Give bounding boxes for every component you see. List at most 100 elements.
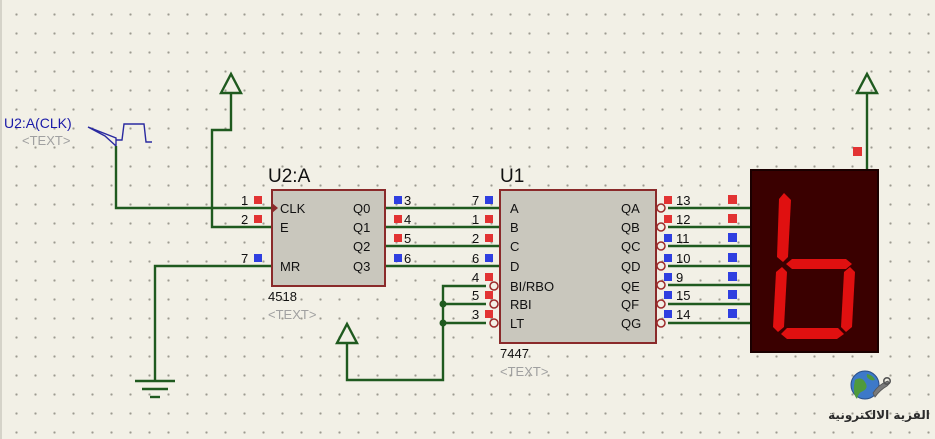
- pin-name: BI/RBO: [510, 279, 554, 294]
- segment-c: [841, 267, 855, 332]
- pin-name: LT: [510, 316, 524, 331]
- pin-name: C: [510, 239, 519, 254]
- pin-number: 15: [676, 288, 690, 303]
- pin-number: 2: [472, 231, 479, 246]
- pin-state-low: [728, 233, 737, 242]
- pin-number: 4: [404, 212, 411, 227]
- segment-d: [781, 328, 844, 339]
- wire-enable[interactable]: [210, 93, 272, 229]
- pin-state-high: [664, 215, 672, 223]
- chip-u1-body: [499, 189, 657, 344]
- chip-u2a[interactable]: U2:A CLK E MR Q0 Q1 Q2 Q3 1 2 7 3 4 5 6 …: [241, 166, 411, 322]
- pin-name: B: [510, 220, 519, 235]
- segment-f: [777, 193, 791, 262]
- pin-state-high: [254, 215, 262, 223]
- pin-state-high: [853, 147, 862, 156]
- pin-state-low: [254, 254, 262, 262]
- inverted-pin-bubble: [656, 222, 666, 232]
- pin-number: 1: [241, 193, 248, 208]
- pin-name: Q3: [353, 259, 370, 274]
- chip-u2a-body: [271, 189, 386, 287]
- power-terminal-3[interactable]: [855, 71, 879, 95]
- pin-number: 3: [404, 193, 411, 208]
- clock-generator[interactable]: U2:A(CLK) <TEXT>: [4, 115, 152, 148]
- inverted-pin-bubble: [656, 203, 666, 213]
- wire-mr-ground[interactable]: [153, 264, 272, 380]
- chip-u2a-placeholder: <TEXT>: [268, 307, 316, 322]
- power-arrow-icon: [855, 71, 879, 95]
- pin-number: 3: [472, 307, 479, 322]
- pin-name: QC: [621, 239, 641, 254]
- pin-name: CLK: [280, 201, 306, 216]
- segment-a: [787, 190, 849, 197]
- power-terminal-1[interactable]: [219, 71, 243, 95]
- chip-u1-ref: U1: [500, 166, 524, 187]
- pin-name: A: [510, 201, 519, 216]
- pin-state-low: [394, 254, 402, 262]
- pin-state-high: [485, 234, 493, 242]
- pin-number: 5: [404, 231, 411, 246]
- segment-b: [844, 193, 858, 263]
- pin-state-low: [728, 272, 737, 281]
- wire-clk[interactable]: [114, 146, 272, 210]
- square-wave-icon: [116, 123, 152, 143]
- junction-dot: [439, 300, 447, 308]
- pin-state-low: [664, 310, 672, 318]
- pin-state-high: [254, 196, 262, 204]
- segment-g: [786, 259, 852, 269]
- pin-state-low: [728, 309, 737, 318]
- seven-segment-display[interactable]: [728, 147, 879, 353]
- inverted-pin-bubble: [656, 241, 666, 251]
- pin-state-high: [485, 310, 493, 318]
- pin-name: QD: [621, 259, 641, 274]
- clock-pin-icon: [272, 203, 278, 213]
- pin-state-high: [664, 196, 672, 204]
- pin-name: QG: [621, 316, 641, 331]
- pin-number: 2: [241, 212, 248, 227]
- power-arrow-icon: [219, 71, 243, 95]
- pin-name: Q2: [353, 239, 370, 254]
- generator-placeholder: <TEXT>: [22, 133, 70, 148]
- watermark-logo: القرية الالكترونية: [826, 368, 932, 428]
- pin-number: 4: [472, 270, 479, 285]
- power-arrow-icon: [335, 321, 359, 345]
- pin-name: MR: [280, 259, 300, 274]
- pin-number: 7: [472, 193, 479, 208]
- pin-name: RBI: [510, 297, 532, 312]
- generator-label: U2:A(CLK): [4, 115, 72, 131]
- pin-state-low: [728, 290, 737, 299]
- pin-state-low: [485, 254, 493, 262]
- pin-state-low: [664, 234, 672, 242]
- pin-number: 12: [676, 212, 690, 227]
- chip-u1-placeholder: <TEXT>: [500, 364, 548, 379]
- pin-state-high: [728, 214, 737, 223]
- inverted-pin-bubble: [656, 261, 666, 271]
- inverted-pin-bubble: [489, 299, 499, 309]
- pin-name: QB: [621, 220, 640, 235]
- pin-state-high: [485, 215, 493, 223]
- pin-state-high: [728, 195, 737, 204]
- pin-state-high: [485, 273, 493, 281]
- ground-terminal[interactable]: [135, 379, 175, 399]
- pin-name: Q0: [353, 201, 370, 216]
- pin-number: 1: [472, 212, 479, 227]
- pin-number: 7: [241, 251, 248, 266]
- clock-generator-icon: [87, 126, 117, 147]
- pin-state-low: [485, 196, 493, 204]
- pin-name: QA: [621, 201, 640, 216]
- pin-number: 14: [676, 307, 690, 322]
- pin-number: 13: [676, 193, 690, 208]
- globe-wrench-icon: [850, 370, 891, 400]
- pin-state-low: [664, 291, 672, 299]
- pin-number: 6: [404, 251, 411, 266]
- pin-state-low: [664, 254, 672, 262]
- power-terminal-2[interactable]: [335, 321, 359, 345]
- wires: [114, 93, 869, 382]
- wire-control-bus[interactable]: [345, 284, 486, 382]
- segment-e: [773, 267, 787, 332]
- chip-u1[interactable]: U1 A B C D BI/RBO RBI LT QA QB QC QD QE …: [472, 166, 690, 379]
- pin-number: 11: [676, 231, 690, 246]
- chip-u2a-part: 4518: [268, 289, 297, 304]
- pin-number: 5: [472, 288, 479, 303]
